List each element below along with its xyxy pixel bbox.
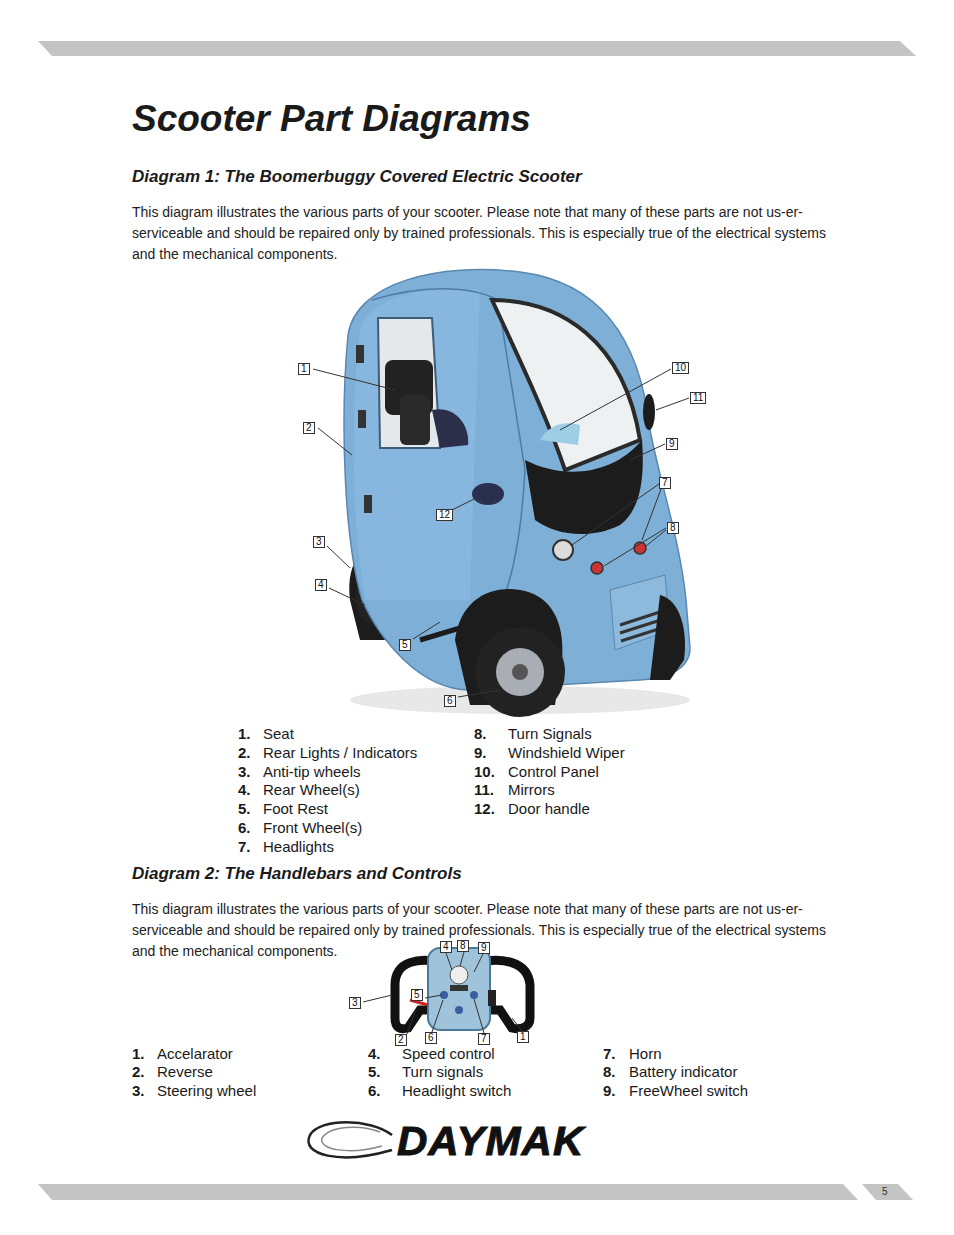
part-name: Battery indicator [629,1063,737,1080]
list-number: 5. [368,1063,381,1080]
part-name: Headlight switch [402,1082,511,1099]
list-number: 5. [238,800,251,817]
list-number: 8. [603,1063,616,1080]
part-name: Control Panel [508,763,599,780]
page-number-tab [862,1184,913,1200]
list-number: 6. [368,1082,381,1099]
callout-number: 1 [298,363,310,375]
callout-number: 3 [349,997,361,1009]
list-number: 1. [132,1045,145,1062]
list-number: 6. [238,819,251,836]
callout-number: 9 [666,438,678,450]
header-bar [38,41,916,56]
callout-number: 9 [478,942,490,954]
part-name: Foot Rest [263,800,328,817]
list-number: 12. [474,800,495,817]
list-number: 8. [474,725,487,742]
part-name: Mirrors [508,781,555,798]
section-heading: Diagram 2: The Handlebars and Controls [132,864,462,884]
list-number: 7. [238,838,251,855]
callout-number: 4 [440,941,452,953]
callout-number: 7 [659,477,671,489]
callout-number: 6 [444,695,456,707]
list-number: 4. [368,1045,381,1062]
callout-number: 10 [672,362,689,374]
callout-number: 11 [690,392,706,404]
part-name: Front Wheel(s) [263,819,362,836]
callout-number: 1 [517,1031,529,1043]
body-paragraph: This diagram illustrates the various par… [132,202,832,265]
list-number: 3. [238,763,251,780]
callout-number: 2 [303,422,315,434]
list-number: 9. [474,744,487,761]
handlebar-illustration [395,948,530,1030]
part-name: Door handle [508,800,590,817]
list-number: 2. [238,744,251,761]
part-name: Reverse [157,1063,213,1080]
list-number: 9. [603,1082,616,1099]
section-heading: Diagram 1: The Boomerbuggy Covered Elect… [132,167,582,187]
list-number: 11. [474,781,494,798]
callout-number: 12 [436,509,453,521]
part-name: Windshield Wiper [508,744,625,761]
callout-number: 2 [395,1034,407,1046]
part-name: Turn Signals [508,725,592,742]
brand-logo: DAYMAK [397,1119,584,1165]
callout-number: 7 [478,1033,490,1045]
part-name: Anti-tip wheels [263,763,361,780]
leader-lines [363,952,522,1034]
list-number: 4. [238,781,251,798]
part-name: Rear Lights / Indicators [263,744,417,761]
part-name: Accelarator [157,1045,233,1062]
callout-number: 5 [399,639,411,651]
callout-number: 3 [313,536,325,548]
part-name: Horn [629,1045,662,1062]
callout-number: 5 [411,989,423,1001]
part-name: Speed control [402,1045,495,1062]
callout-number: 4 [315,579,327,591]
page-title: Scooter Part Diagrams [132,98,531,140]
part-name: Rear Wheel(s) [263,781,360,798]
leader-lines [313,369,689,697]
callout-number: 8 [667,522,679,534]
list-number: 1. [238,725,251,742]
part-name: Seat [263,725,294,742]
list-number: 2. [132,1063,145,1080]
part-name: Steering wheel [157,1082,256,1099]
page-number: 5 [882,1186,888,1197]
part-name: FreeWheel switch [629,1082,748,1099]
part-name: Headlights [263,838,334,855]
list-number: 3. [132,1082,145,1099]
scooter-illustration [344,270,690,717]
logo-swoosh [308,1122,392,1157]
footer-bar [38,1184,858,1200]
list-number: 10. [474,763,495,780]
callout-number: 8 [457,940,469,952]
list-number: 7. [603,1045,616,1062]
callout-number: 6 [425,1032,437,1044]
part-name: Turn signals [402,1063,483,1080]
